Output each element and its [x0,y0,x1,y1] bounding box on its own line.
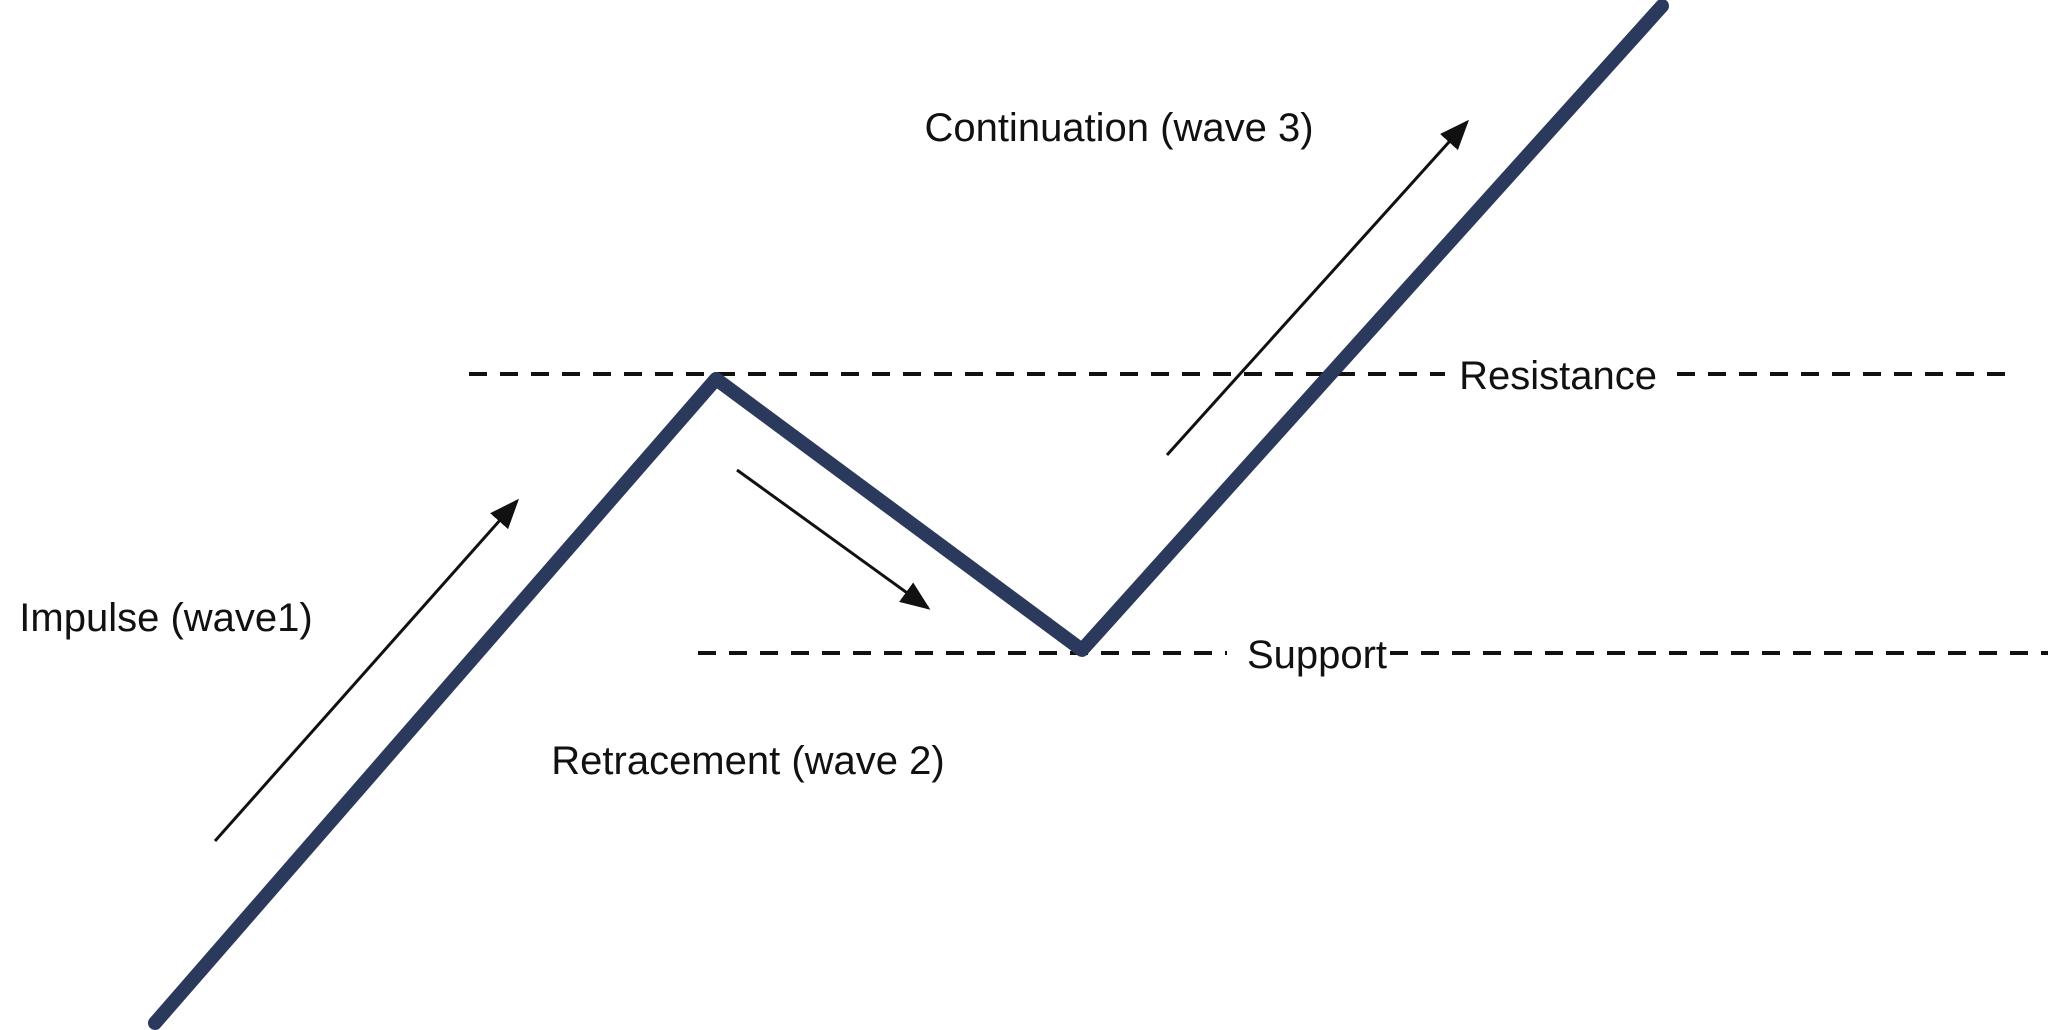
impulse-label: Impulse (wave1) [19,596,312,640]
retracement-arrow [736,468,931,610]
support-label: Support [1247,633,1387,677]
retracement-label: Retracement (wave 2) [551,739,944,783]
resistance-label: Resistance [1459,354,1657,398]
continuation-label: Continuation (wave 3) [924,106,1313,150]
price-trend-line [148,0,1669,1030]
impulse-arrow [213,498,519,842]
continuation-arrow [1165,119,1470,457]
